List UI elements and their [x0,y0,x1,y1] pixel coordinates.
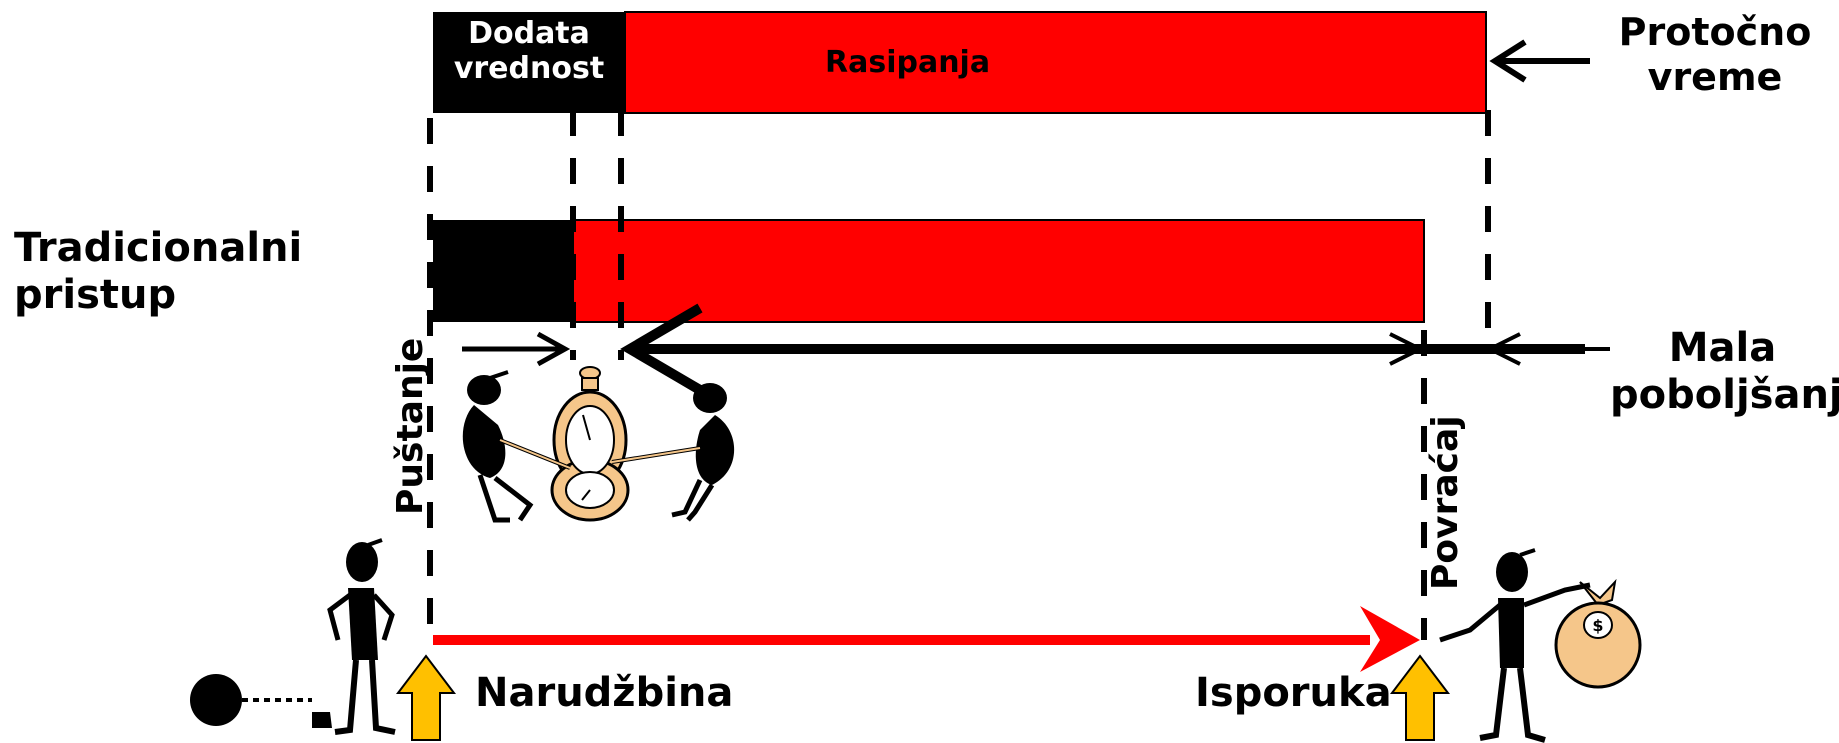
small-improvements-arrow [620,303,1610,395]
lead-time-line2: vreme [1647,54,1783,99]
return-label: Povraćaj [1425,415,1466,590]
small-improvements-label: Mala poboljšanja [1610,325,1839,419]
money-bag-icon: $ [1554,578,1642,689]
small-improvements-line1: Mala [1668,325,1777,371]
release-label: Puštanje [390,337,431,515]
traditional-waste-bar [572,219,1425,323]
delivery-label: Isporuka [1195,670,1392,716]
value-added-line2: vrednost [453,51,605,87]
customer-waiting-figure [190,538,396,735]
traditional-value-added-bar [433,220,573,322]
svg-text:$: $ [1592,616,1603,635]
release-to-clock-arrow [462,331,571,367]
left-puller-figure [462,370,571,523]
order-marker-arrow [395,654,457,741]
lead-time-line1: Protočno [1618,10,1812,54]
traditional-approach-label: Tradicionalni pristup [14,225,302,319]
traditional-line2: pristup [14,272,177,319]
value-added-line1: Dodata [468,16,590,51]
dashed-guides [427,110,1491,640]
delivery-marker-arrow [1389,654,1451,741]
top-waste-bar [624,11,1487,114]
top-value-added-bar [433,12,625,113]
waste-label: Rasipanja [825,45,991,80]
lead-time-arrow [1489,39,1590,83]
right-puller-figure [611,378,735,522]
lead-time-label: Protočno vreme [1595,10,1835,100]
order-label: Narudžbina [475,670,734,716]
value-added-label: Dodata vrednost [433,16,625,87]
customer-paying-figure [1439,548,1591,743]
order-to-delivery-arrow [433,606,1420,672]
clock-icon [550,366,630,522]
small-improvements-line2: poboljšanja [1610,372,1839,419]
traditional-line1: Tradicionalni [14,225,303,271]
